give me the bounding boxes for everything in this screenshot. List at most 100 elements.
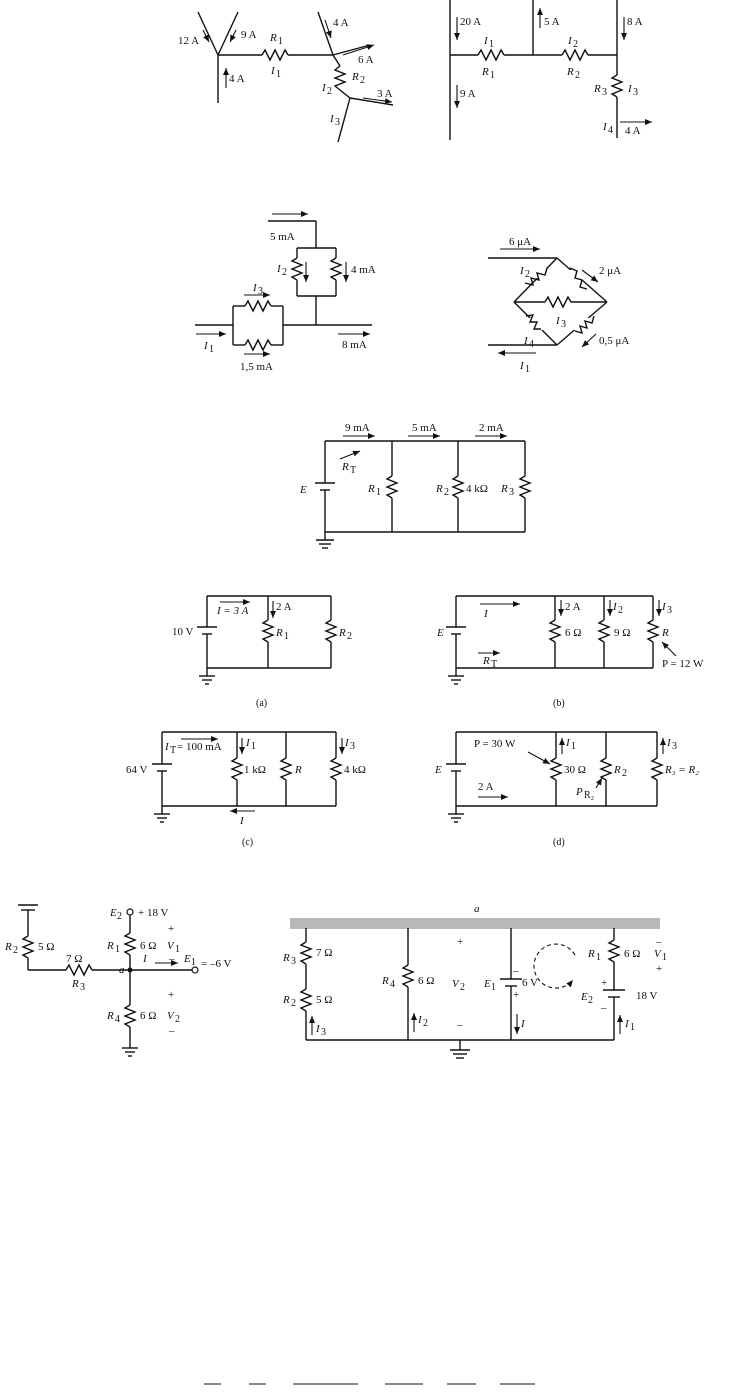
fig4c-it-sub: T xyxy=(170,745,176,756)
fig5-right-r1-value: 6 Ω xyxy=(624,948,640,960)
fig5-right-r2-label: R xyxy=(282,994,290,1006)
fig4c-i1-sub: 1 xyxy=(251,741,256,752)
fig4b-rt: R xyxy=(482,655,490,667)
fig2-right-2ua: 2 μA xyxy=(599,265,621,277)
fig1-left-r1-sub: 1 xyxy=(278,36,283,47)
fig5-right-loop xyxy=(533,943,576,989)
fig2-left-r-d xyxy=(244,338,272,352)
fig4a-r2 xyxy=(324,619,338,643)
fig5-left-r2-label: R xyxy=(4,941,12,953)
fig5-left-e1-sub: 1 xyxy=(191,957,196,968)
fig5-right-r2 xyxy=(299,988,313,1012)
fig5-right-v1: V xyxy=(654,948,662,960)
fig2-right-i4-sub: 4 xyxy=(529,339,534,350)
fig1-right-i2: I xyxy=(567,35,573,47)
fig1-left-i2-sub: 2 xyxy=(327,86,332,97)
fig4b-p: P = 12 W xyxy=(662,658,704,670)
fig4b-i: I xyxy=(483,608,489,620)
fig5-right-r1-label: R xyxy=(587,948,595,960)
fig4b-rt-sub: T xyxy=(491,659,497,670)
fig4c-r1k xyxy=(230,757,244,781)
fig4d-2a: 2 A xyxy=(478,781,494,793)
fig4b-circuit: E I 2 A I 2 I 3 6 Ω 9 Ω R R T P = 12 W (… xyxy=(436,595,704,709)
fig5-right-i: I xyxy=(520,1018,526,1030)
fig2-right-6ua: 6 μA xyxy=(509,236,531,248)
fig4d-pr2-sub: R₂ xyxy=(584,790,594,801)
fig1-left-i3-sub: 3 xyxy=(335,117,340,128)
fig2-right-i2-sub: 2 xyxy=(525,269,530,280)
fig5-right-i1-sub: 1 xyxy=(630,1022,635,1033)
fig4b-9ohm: 9 Ω xyxy=(614,627,630,639)
fig4c-it: I xyxy=(164,741,170,753)
fig1-right-i2-sub: 2 xyxy=(573,39,578,50)
fig4b-r xyxy=(646,619,660,643)
fig5-left-minus1: – xyxy=(168,953,175,965)
fig1-right-4a: 4 A xyxy=(625,125,641,137)
fig4d-r30 xyxy=(549,757,563,781)
fig1-right-r2: R xyxy=(566,66,574,78)
fig2-right-i2: I xyxy=(519,265,525,277)
fig4b-i3: I xyxy=(661,601,667,613)
fig4d-30ohm: 30 Ω xyxy=(564,764,586,776)
fig5-right-v2-sub: 2 xyxy=(460,982,465,993)
fig5-left-r1-value: 6 Ω xyxy=(140,940,156,952)
fig1-left-r2-label: R xyxy=(351,71,359,83)
fig1-left-4a: 4 A xyxy=(229,73,245,85)
fig5-right-e2-sub: 2 xyxy=(588,995,593,1006)
fig5-right-r3-value: 7 Ω xyxy=(316,947,332,959)
fig5-left-minus2: – xyxy=(168,1025,175,1037)
fig4d-r3 xyxy=(650,757,664,781)
fig3-rt: R xyxy=(341,461,349,473)
fig3-r3 xyxy=(518,475,532,499)
fig5-right-r3-sub: 3 xyxy=(291,956,296,967)
fig2-right-network: 6 μA I 2 2 μA I 3 I 4 0,5 μA I 1 xyxy=(488,236,629,375)
fig3-r2-sub: 2 xyxy=(444,487,449,498)
fig5-right-i3: I xyxy=(315,1023,321,1035)
fig2-left-network: 5 mA I 2 4 mA I 3 I 1 1,5 mA 8 mA xyxy=(195,211,376,373)
fig1-right-20a: 20 A xyxy=(460,16,481,28)
fig1-right-i4-sub: 4 xyxy=(608,125,613,136)
fig4c-caption: (c) xyxy=(242,837,253,848)
fig1-left-9a: 9 A xyxy=(241,29,257,41)
fig2-left-r-b xyxy=(329,257,343,281)
fig2-left-5ma: 5 mA xyxy=(270,231,295,243)
fig4d-e: E xyxy=(434,764,442,776)
fig5-right-minus: – xyxy=(456,1019,463,1031)
fig2-right-r-br xyxy=(574,315,595,335)
fig3-r2-value: 4 kΩ xyxy=(466,483,488,495)
fig3-rt-sub: T xyxy=(350,465,356,476)
fig1-right-8a: 8 A xyxy=(627,16,643,28)
fig2-left-i3: I xyxy=(252,282,258,294)
fig5-right-i2: I xyxy=(417,1014,423,1026)
fig1-right-9a: 9 A xyxy=(460,88,476,100)
fig2-right-i4: I xyxy=(523,335,529,347)
fig5-right-e2: E xyxy=(580,991,588,1003)
fig5-right-v2: V xyxy=(452,978,460,990)
fig4c-i3: I xyxy=(344,737,350,749)
fig1-right-i1-sub: 1 xyxy=(489,39,494,50)
fig4a-r1 xyxy=(261,619,275,643)
fig5-right-v1-plus: + xyxy=(656,963,662,975)
fig1-right-r1-sub: 1 xyxy=(490,70,495,81)
fig2-right-i1-sub: 1 xyxy=(525,364,530,375)
fig1-right-r2 xyxy=(561,48,589,62)
fig1-left-r1 xyxy=(261,48,289,62)
fig3-5ma: 5 mA xyxy=(412,422,437,434)
fig5-right-e2-plus: + xyxy=(601,977,607,989)
fig1-left-r2 xyxy=(333,65,347,91)
fig4d-i1-sub: 1 xyxy=(571,741,576,752)
fig5-right-i2-sub: 2 xyxy=(423,1018,428,1029)
fig1-right-i3-sub: 3 xyxy=(633,87,638,98)
fig3-2ma: 2 mA xyxy=(479,422,504,434)
fig4a-r2-sub: 2 xyxy=(347,631,352,642)
fig5-right-r4 xyxy=(401,964,415,988)
fig5-left-r4-value: 6 Ω xyxy=(140,1010,156,1022)
fig1-right-r3: R xyxy=(593,83,601,95)
fig5-left-circuit: E 2 + 18 V + R 1 6 Ω V 1 – a I E 1 = –6 … xyxy=(4,904,232,1057)
fig2-left-i2: I xyxy=(276,263,282,275)
fig5-left-r3-label: R xyxy=(71,978,79,990)
fig4d-r2-sub: 2 xyxy=(622,768,627,779)
fig1-left-r1-label: R xyxy=(269,32,277,44)
fig2-left-i1: I xyxy=(203,340,209,352)
fig4b-r9 xyxy=(597,619,611,643)
